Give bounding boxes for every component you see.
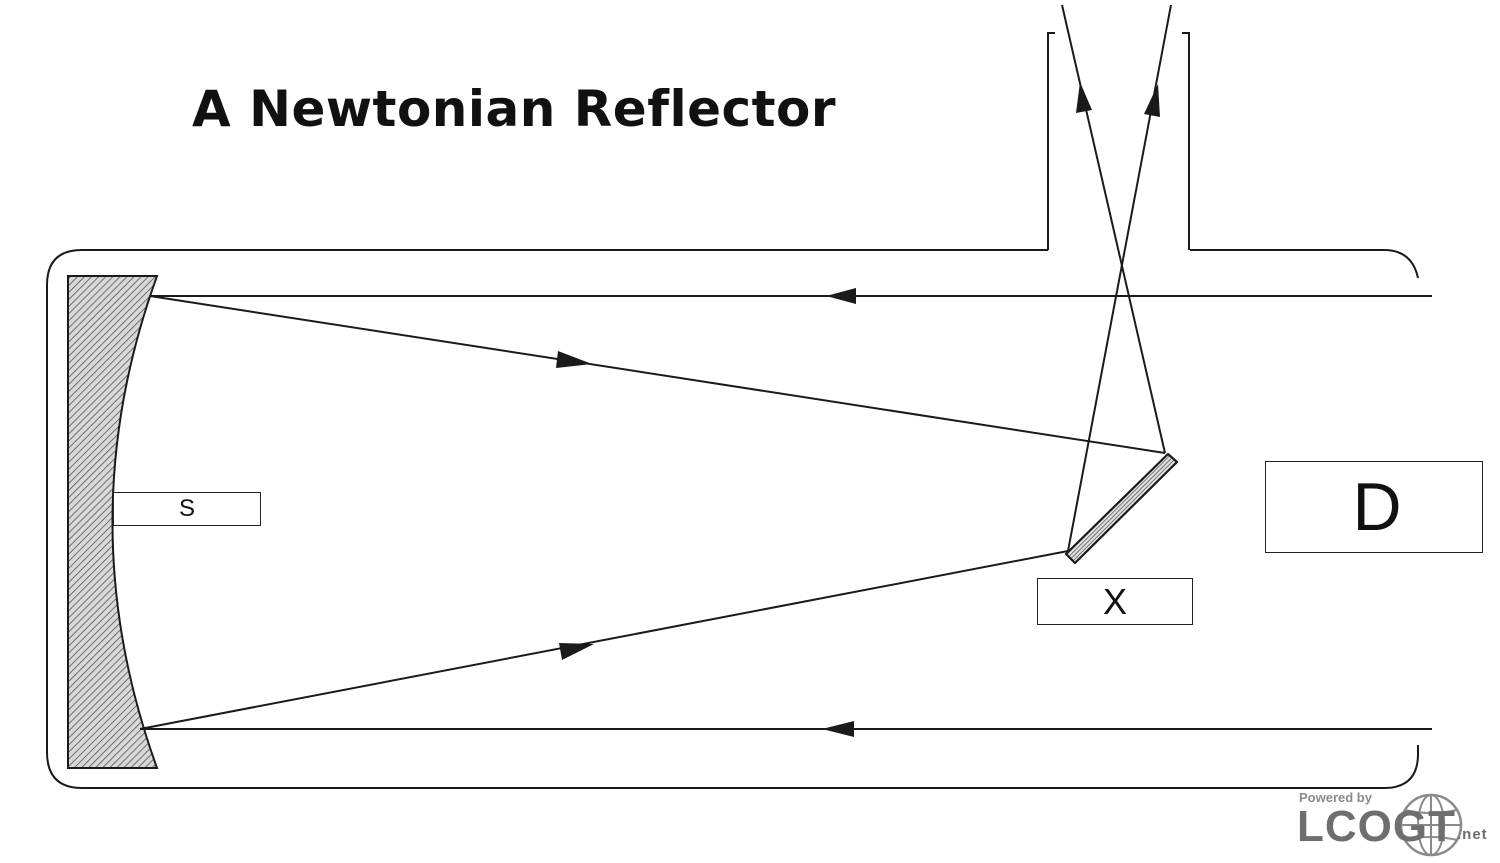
logo-wordmark: LCOGT	[1297, 802, 1456, 851]
arrow-exit-b	[1144, 84, 1160, 117]
primary-mirror-label: S	[113, 492, 261, 526]
logo-powered-by: Powered by	[1299, 790, 1372, 805]
secondary-mirror	[1064, 452, 1179, 565]
globe-icon	[1399, 793, 1463, 857]
arrow-exit-a	[1076, 82, 1092, 113]
focuser-tube-right-wall	[1182, 32, 1190, 250]
logo-tld: .net	[1457, 826, 1488, 843]
arrow-reflected-top	[556, 351, 592, 368]
telescope-tube	[46, 249, 1419, 789]
tube-top-right-edge	[1190, 249, 1419, 279]
arrow-incoming-bottom	[822, 721, 854, 737]
diagram-title: A Newtonian Reflector	[192, 80, 837, 138]
eyepiece-region-label: D	[1265, 461, 1483, 553]
secondary-mirror-label: X	[1037, 578, 1193, 625]
reflected-ray-bottom	[139, 550, 1069, 730]
primary-mirror	[67, 275, 159, 769]
exit-ray-a	[1061, 4, 1166, 454]
arrow-reflected-bottom	[559, 643, 594, 660]
lcogt-logo: Powered by LCOGT .net	[1295, 790, 1495, 860]
focuser-tube-left-wall	[1047, 32, 1055, 250]
arrow-incoming-top	[826, 288, 856, 304]
reflected-ray-top	[149, 295, 1166, 454]
